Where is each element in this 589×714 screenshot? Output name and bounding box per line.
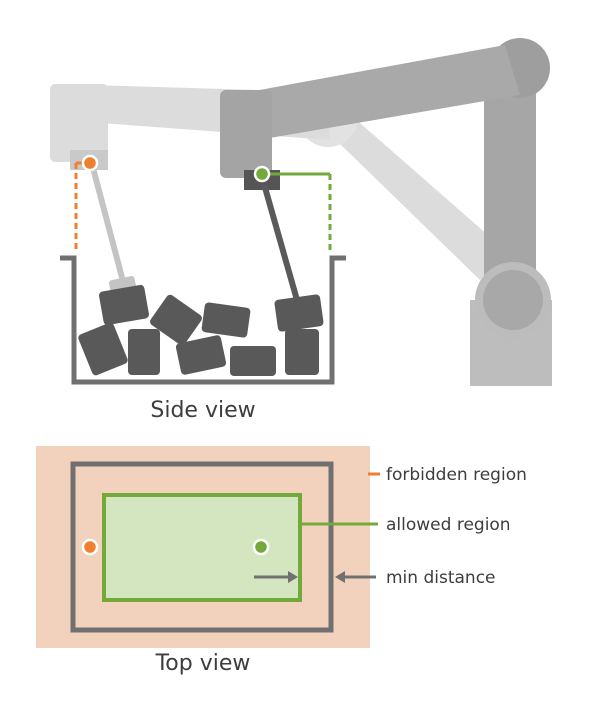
ghost-tool-rod bbox=[90, 167, 127, 286]
allowed-position-dot bbox=[252, 538, 270, 556]
top-view: forbidden region allowed region min dist… bbox=[36, 446, 527, 676]
block bbox=[230, 346, 276, 376]
robot-wrist bbox=[220, 90, 272, 178]
allowed-region-area bbox=[102, 493, 302, 602]
block bbox=[128, 329, 160, 375]
min-distance-label: min distance bbox=[386, 568, 496, 588]
robot-arm bbox=[220, 38, 552, 386]
robot-lower-column bbox=[484, 88, 536, 288]
forbidden-tcp-dot bbox=[81, 154, 99, 172]
block bbox=[78, 322, 128, 376]
bin-contents bbox=[78, 284, 324, 376]
base-joint-inner bbox=[483, 270, 543, 330]
top-view-caption: Top view bbox=[155, 651, 251, 676]
min-distance-inner-arrowhead bbox=[288, 571, 298, 583]
block bbox=[201, 302, 251, 338]
forbidden-position-dot bbox=[81, 538, 99, 556]
allowed-tcp-dot bbox=[253, 165, 271, 183]
allowed-region-label: allowed region bbox=[386, 515, 511, 535]
block bbox=[99, 284, 149, 326]
block bbox=[175, 335, 227, 375]
side-view: Side view bbox=[50, 38, 552, 423]
ghost-upper-arm bbox=[300, 95, 505, 280]
bin-outline bbox=[60, 255, 346, 385]
min-distance-outer-arrowhead bbox=[335, 571, 345, 583]
ghost-wrist bbox=[50, 84, 108, 162]
block bbox=[150, 294, 202, 346]
robot-forearm bbox=[232, 45, 520, 140]
side-view-caption: Side view bbox=[150, 398, 255, 423]
forbidden-region-label: forbidden region bbox=[386, 465, 527, 485]
bin-outline-top bbox=[70, 461, 334, 633]
block-being-picked bbox=[274, 294, 324, 332]
robot-tool-rod bbox=[261, 183, 300, 301]
block bbox=[285, 329, 319, 375]
